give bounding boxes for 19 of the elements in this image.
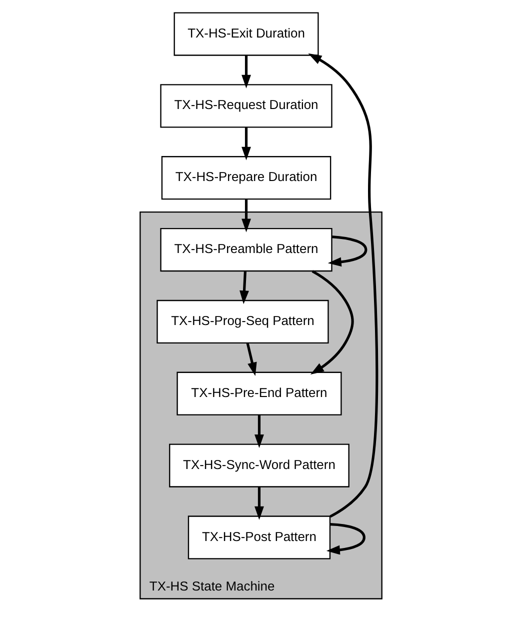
node-box: TX-HS-Post Pattern	[188, 516, 331, 560]
arrow	[242, 55, 251, 88]
node-box: TX-HS-Request Duration	[160, 84, 332, 128]
arrow	[308, 53, 378, 518]
node-box: TX-HS-Prog-Seq Pattern	[156, 300, 329, 344]
arrow	[240, 271, 249, 304]
arrow	[242, 127, 251, 160]
arrow	[328, 236, 368, 267]
node-box: TX-HS-Sync-Word Pattern	[169, 444, 350, 488]
arrow	[246, 342, 257, 376]
node-box: TX-HS-Preamble Pattern	[160, 228, 332, 272]
arrow	[254, 414, 264, 448]
arrow	[326, 523, 366, 555]
arrow	[254, 486, 264, 520]
arrow	[310, 270, 354, 374]
arrow	[242, 199, 251, 232]
node-box: TX-HS-Exit Duration	[174, 12, 319, 56]
node-box: TX-HS-Pre-End Pattern	[176, 372, 342, 416]
node-box: TX-HS-Prepare Duration	[161, 156, 332, 200]
